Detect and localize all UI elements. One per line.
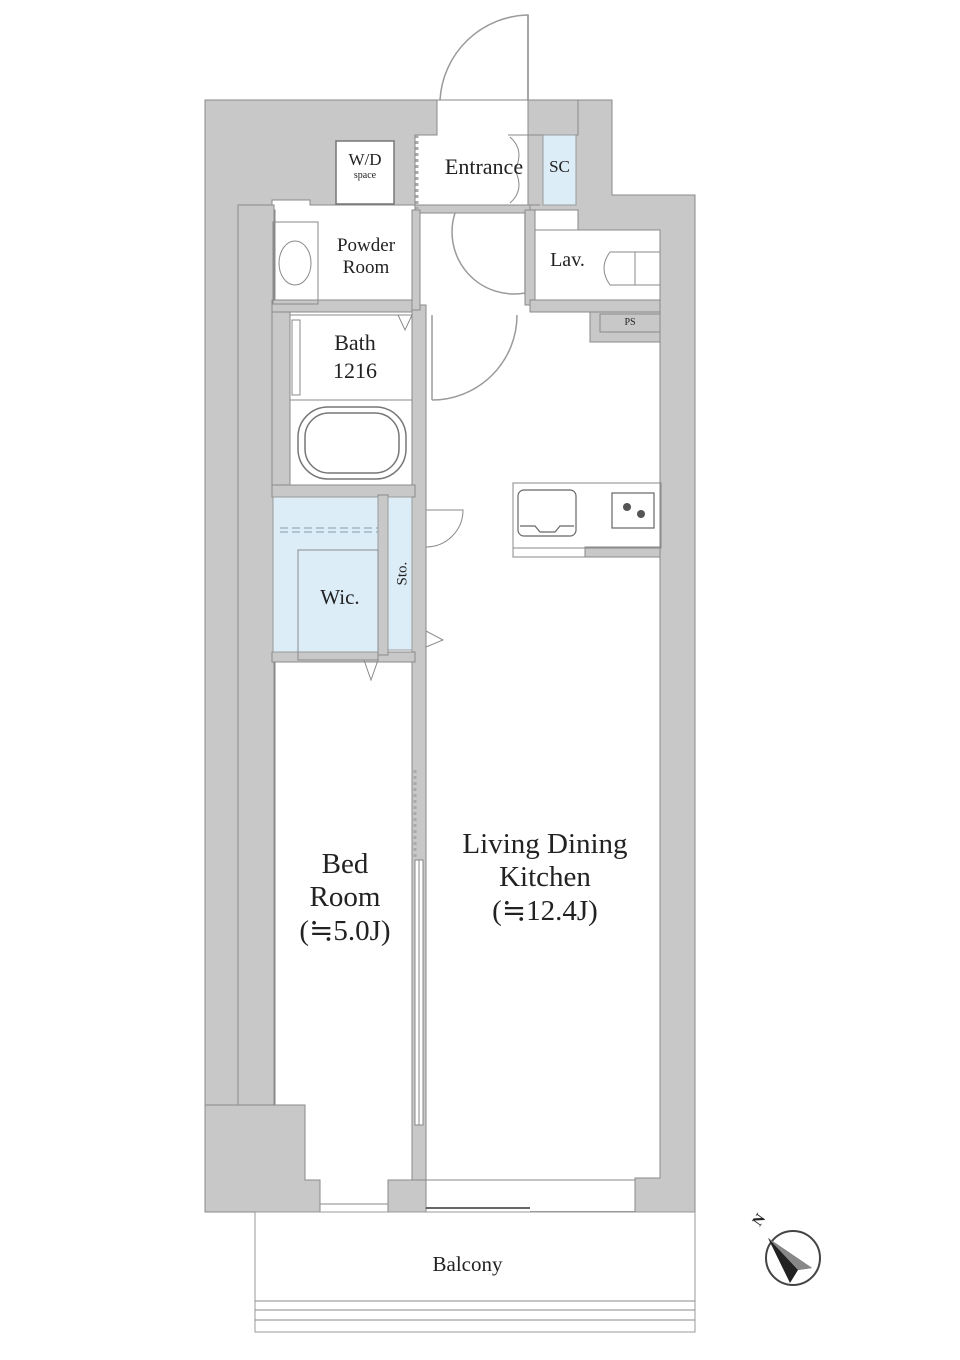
entrance-label: Entrance bbox=[444, 154, 524, 179]
sc-label: SC bbox=[549, 157, 570, 176]
balcony-label: Balcony bbox=[432, 1252, 503, 1276]
shoe-closet bbox=[542, 134, 577, 206]
balcony-area bbox=[254, 1211, 696, 1333]
walk-in-closet bbox=[272, 496, 379, 653]
wd-label: W/D space bbox=[348, 150, 382, 181]
walls bbox=[204, 99, 696, 1213]
lav-label: Lav. bbox=[550, 249, 585, 271]
sto-label: Sto. bbox=[394, 561, 411, 586]
ldk-label: Living Dining Kitchen (≒12.4J) bbox=[462, 828, 628, 927]
bedroom-label: Bed Room (≒5.0J) bbox=[299, 848, 391, 947]
powder-room-label: Powder Room bbox=[336, 235, 396, 278]
wic-label: Wic. bbox=[320, 585, 360, 609]
ps-label: PS bbox=[624, 317, 636, 328]
north-compass-icon bbox=[765, 1230, 821, 1286]
bath-label: Bath 1216 bbox=[333, 330, 377, 383]
washer-dryer-space bbox=[335, 140, 395, 205]
storage-closet bbox=[387, 496, 413, 651]
